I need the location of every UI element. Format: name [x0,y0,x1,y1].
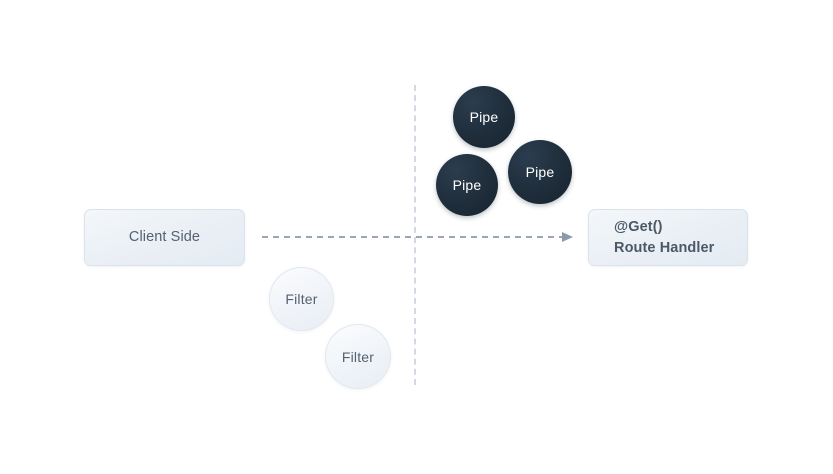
pipe-circle-left[interactable]: Pipe [436,154,498,216]
route-handler-decorator: @Get() [614,218,663,235]
route-handler-name: Route Handler [614,239,715,256]
filter-label: Filter [341,348,375,365]
filter-circle-lower[interactable]: Filter [325,324,391,389]
pipe-circle-right[interactable]: Pipe [508,140,572,204]
flow-arrow-head [562,232,573,242]
client-side-label: Client Side [128,228,201,245]
client-side-box[interactable]: Client Side [84,209,245,266]
route-handler-label: @Get() Route Handler [614,217,714,258]
pipe-circle-top[interactable]: Pipe [453,86,515,148]
filter-label: Filter [285,291,318,307]
pipe-label: Pipe [469,109,499,125]
vertical-dashed-divider [414,85,416,385]
filter-circle-upper[interactable]: Filter [269,267,334,331]
request-flow-arrow [262,232,573,242]
pipe-label: Pipe [525,164,555,180]
pipe-label: Pipe [452,177,482,193]
route-handler-box[interactable]: @Get() Route Handler [588,209,748,266]
